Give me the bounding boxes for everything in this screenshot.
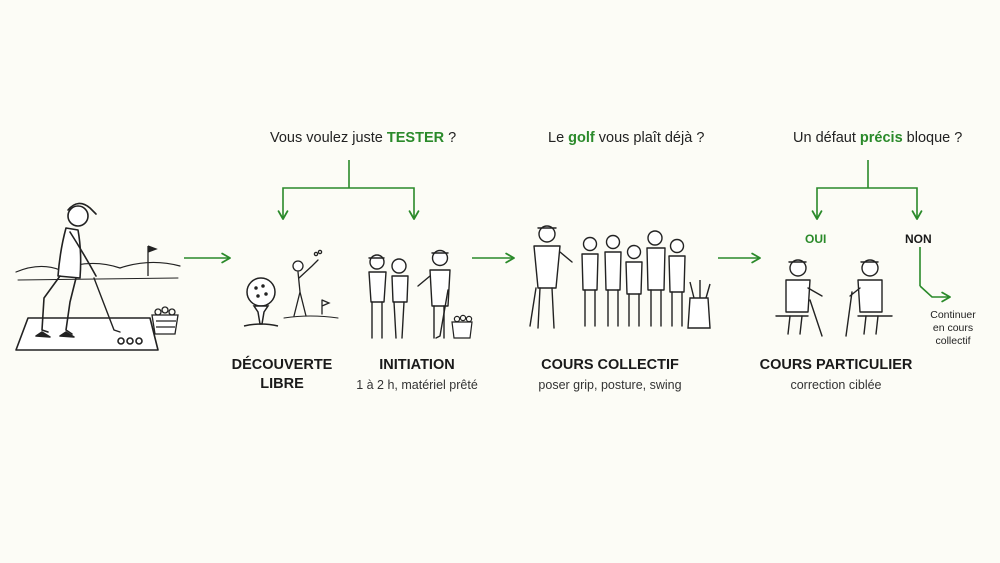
question-highlight: précis: [859, 130, 903, 146]
golf-ball-on-tee-icon: [243, 277, 279, 327]
golf-flag-icon: [147, 245, 158, 276]
step-subtitle-particulier: correction ciblée: [790, 378, 882, 392]
ball-basket-icon: [151, 306, 179, 335]
question-tester: Vous voulez juste TESTER ?: [270, 130, 457, 146]
question-golf: Le golf vous plaît déjà ?: [548, 130, 705, 146]
swinging-golfer-icon: [283, 249, 339, 319]
step-title-collectif: COURS COLLECTIF: [541, 357, 679, 373]
step-title-particulier: COURS PARTICULIER: [759, 357, 913, 373]
step-subtitle-initiation: 1 à 2 h, matériel prêté: [356, 378, 478, 392]
instructor-with-group-icon: [529, 225, 686, 329]
no-outcome-text: Continuer en cours collectif: [930, 309, 976, 347]
golf-bag-icon: [687, 280, 711, 329]
arrow-down-icon: [277, 160, 923, 286]
ball-basket-icon: [451, 314, 473, 339]
question-highlight: TESTER: [386, 130, 445, 146]
instructor-with-two-students-icon: [368, 249, 451, 339]
branch-no-label: NON: [905, 232, 932, 246]
step-subtitle-collectif: poser grip, posture, swing: [538, 378, 682, 392]
step-title-decouverte: DÉCOUVERTE LIBRE: [231, 357, 333, 392]
step-title-initiation: INITIATION: [379, 357, 455, 373]
arrow-right-icon: [184, 252, 951, 303]
question-defaut: Un défaut précis bloque ?: [793, 130, 963, 146]
question-highlight: golf: [568, 130, 595, 146]
instructor-with-one-student-icon: [775, 259, 893, 337]
golfer-on-mat-icon: [15, 202, 181, 351]
branch-yes-label: OUI: [805, 232, 827, 246]
